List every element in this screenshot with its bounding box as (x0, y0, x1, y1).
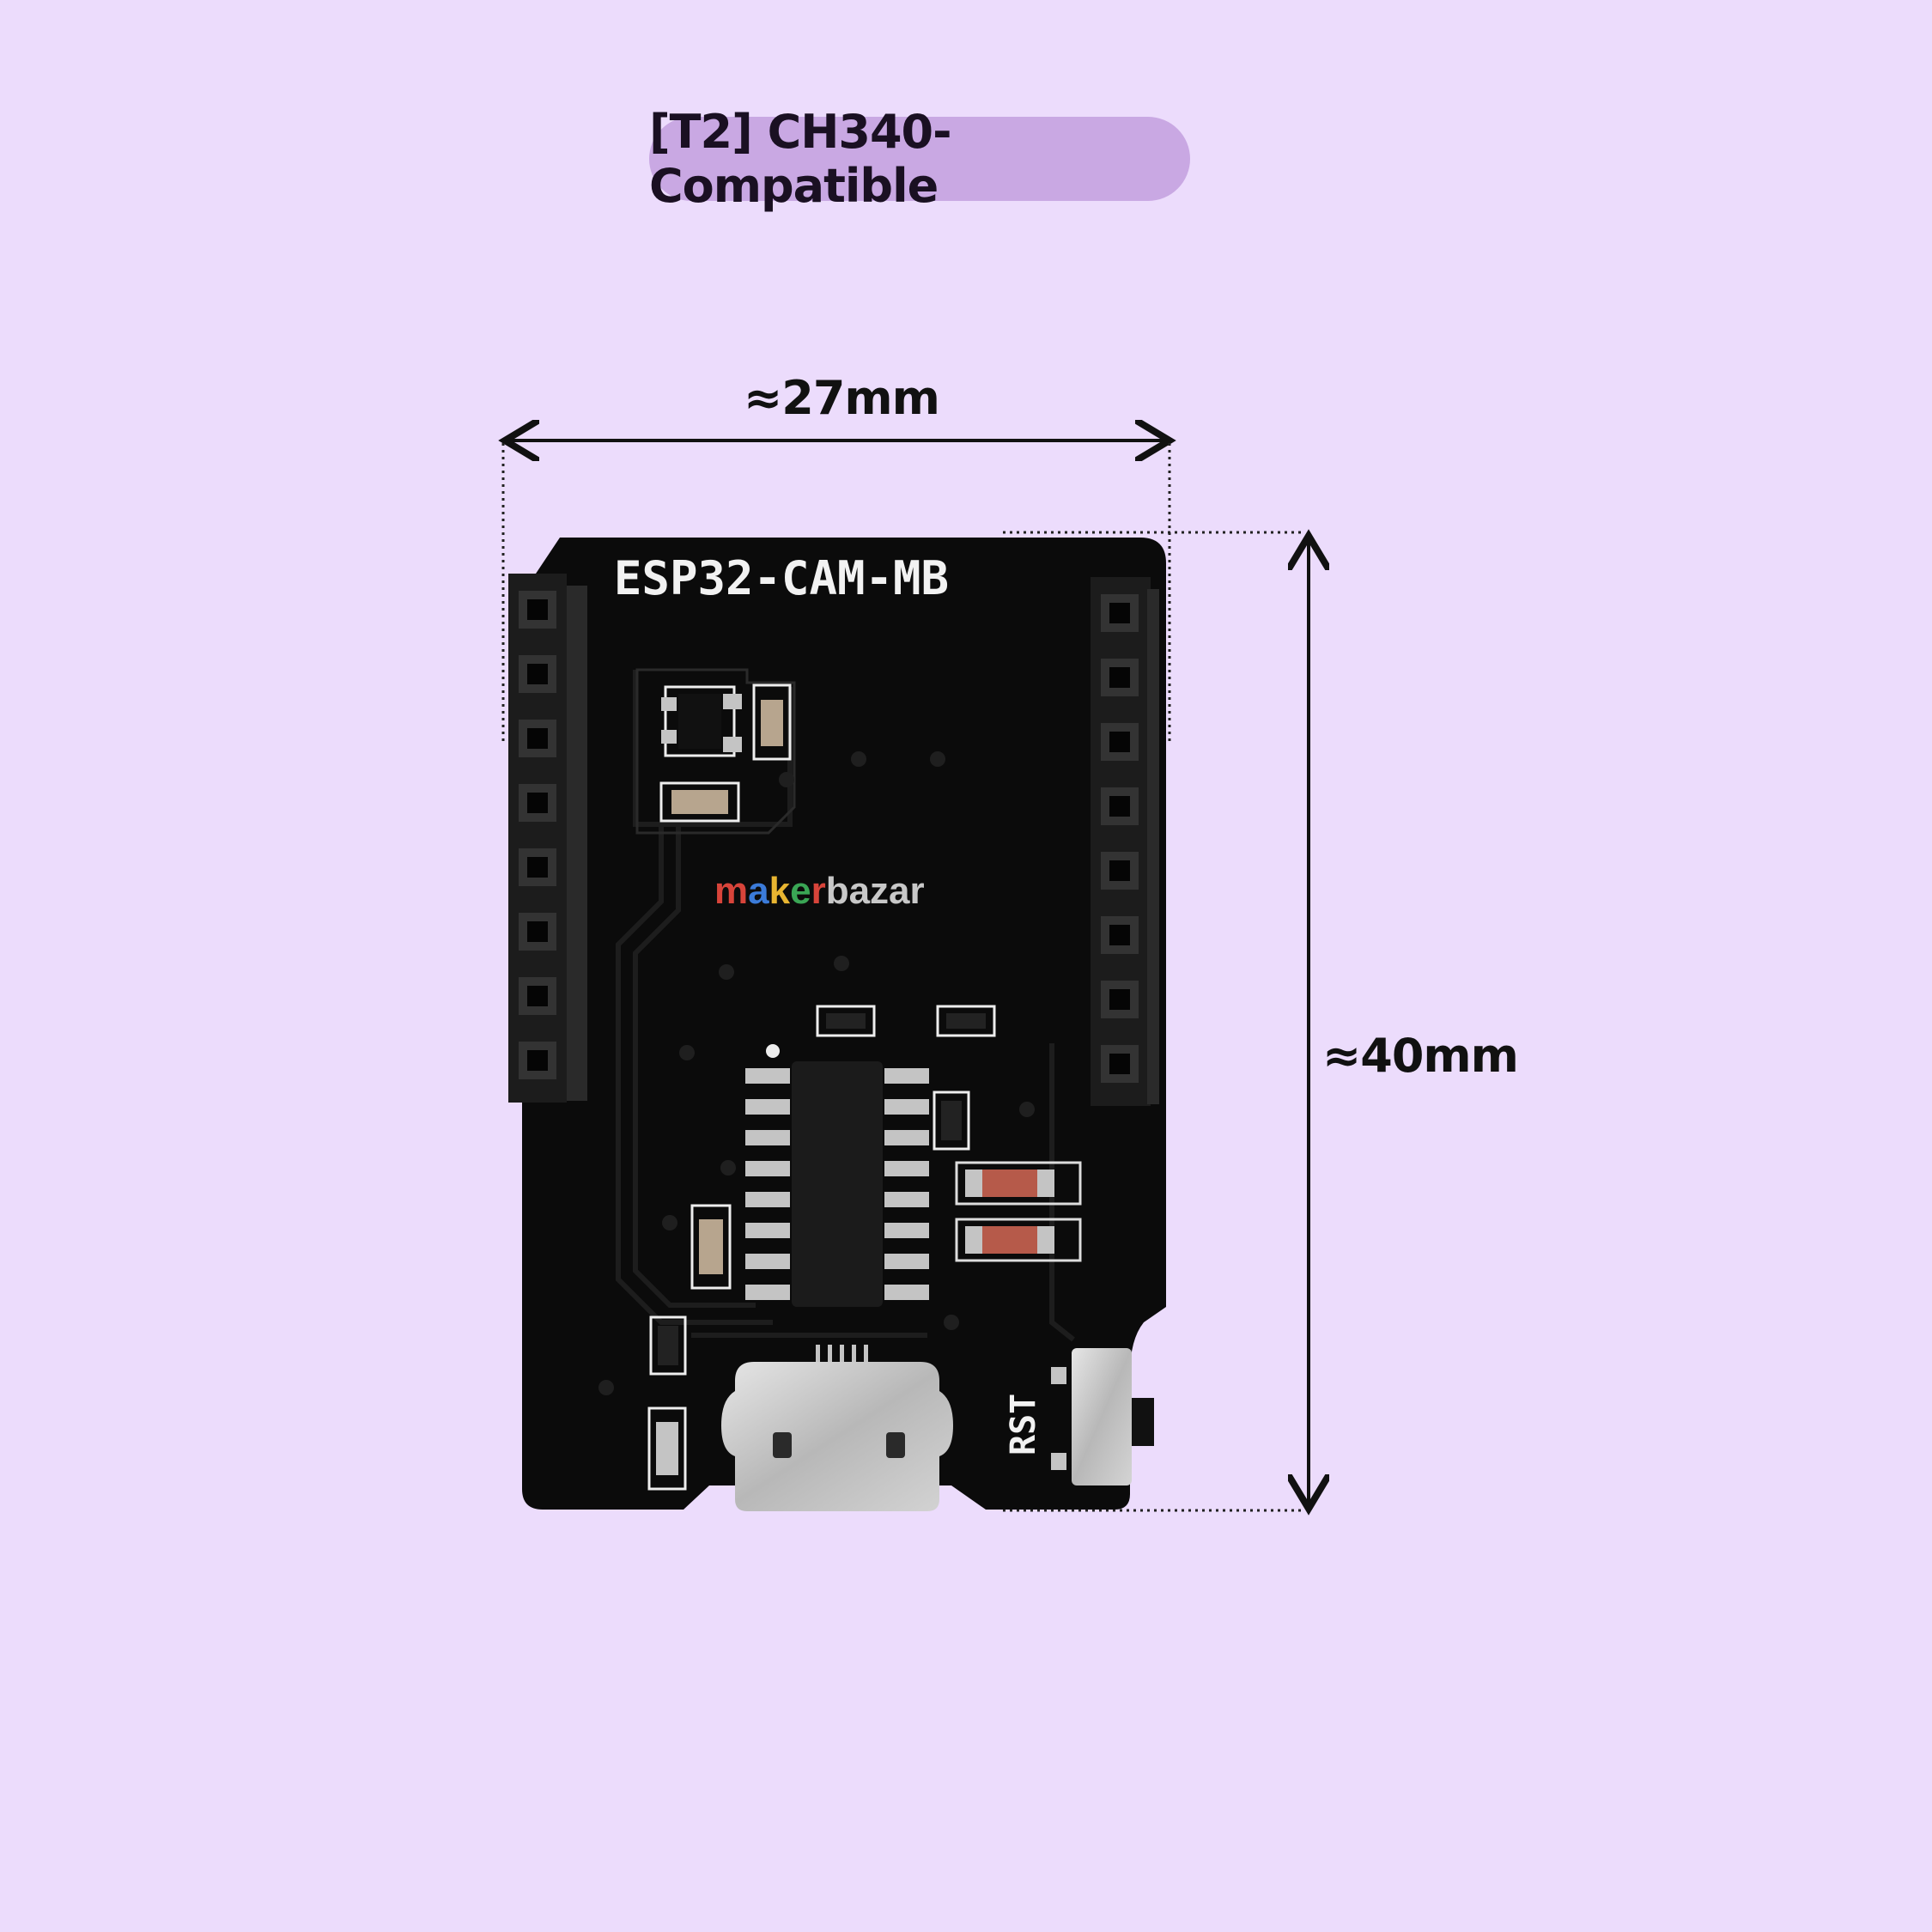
chip-pin (884, 1223, 929, 1238)
chip-pin (745, 1254, 790, 1269)
diode-pair (955, 1161, 1082, 1262)
chip-pin (745, 1223, 790, 1238)
micro-usb-connector (721, 1345, 953, 1511)
via (679, 1045, 695, 1060)
chip-pin (884, 1254, 929, 1269)
chip-pin (745, 1130, 790, 1145)
via (851, 751, 866, 767)
resistor-pair (816, 1005, 996, 1037)
board-silkscreen-title: ESP32-CAM-MB (614, 551, 949, 605)
bottom-left-components (647, 1315, 687, 1491)
width-dimension-label: ≈27mm (744, 371, 940, 425)
chip-pin (884, 1192, 929, 1207)
right-pin-header (1091, 577, 1159, 1106)
chip-pin (884, 1161, 929, 1176)
chip-pin (884, 1068, 929, 1084)
via (779, 772, 794, 787)
chip-pin (745, 1161, 790, 1176)
usb-serial-chip (745, 1044, 929, 1307)
chip-pin (884, 1099, 929, 1115)
via (944, 1315, 959, 1330)
brand-logo: makerbazar (714, 870, 925, 912)
variant-label: [T2] CH340-Compatible (649, 105, 1190, 213)
chip-pin (884, 1285, 929, 1300)
voltage-regulator (635, 668, 796, 835)
chip-pin (745, 1068, 790, 1084)
reset-button[interactable] (1051, 1348, 1154, 1485)
via (834, 956, 849, 971)
left-capacitor (690, 1204, 732, 1290)
left-pin-header (508, 574, 587, 1103)
chip-pin (745, 1099, 790, 1115)
via (719, 964, 734, 980)
via (1019, 1102, 1035, 1117)
height-dimension (1003, 532, 1309, 1510)
chip-pin (745, 1192, 790, 1207)
via (662, 1215, 677, 1230)
chip-pin (745, 1285, 790, 1300)
pcb-vias (598, 751, 1035, 1395)
height-dimension-label: ≈40mm (1322, 1029, 1519, 1083)
reset-label: RST (1004, 1394, 1043, 1455)
via (598, 1380, 614, 1395)
via (930, 751, 945, 767)
via (720, 1160, 736, 1176)
chip-pin (884, 1130, 929, 1145)
side-resistor (933, 1091, 970, 1151)
width-dimension (503, 440, 1170, 745)
